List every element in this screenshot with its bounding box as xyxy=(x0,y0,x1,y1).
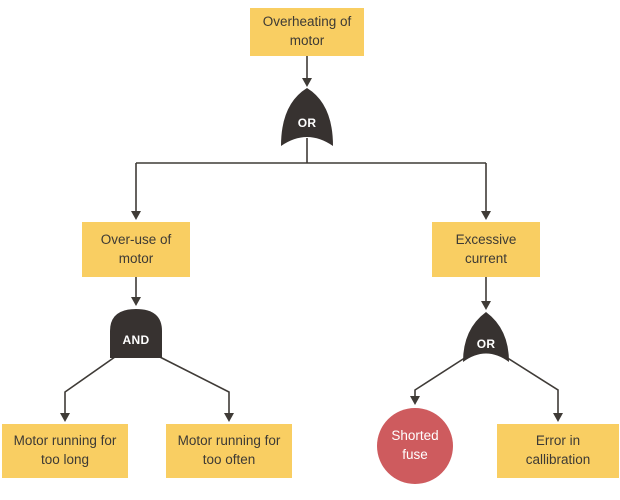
connector-and-to-leaf1 xyxy=(64,351,123,414)
node-excessive-current: Excessive current xyxy=(432,222,540,277)
connector-and-to-leaf2 xyxy=(149,351,230,414)
arrowhead xyxy=(60,413,70,422)
node-error-in-calibration: Error in callibration xyxy=(497,424,619,478)
arrowhead xyxy=(481,211,491,220)
connector-or-to-leaf3 xyxy=(497,351,559,414)
arrowhead xyxy=(224,413,234,422)
and-gate-label: AND xyxy=(123,333,150,347)
arrowheads xyxy=(60,78,563,422)
and-gate-shape xyxy=(110,309,162,358)
arrowhead xyxy=(131,297,141,306)
or-gate-label-right: OR xyxy=(477,337,496,351)
node-over-use-of-motor: Over-use of motor xyxy=(82,222,190,277)
node-shorted-fuse: Shorted fuse xyxy=(377,408,453,484)
arrowhead xyxy=(410,396,420,405)
node-overheating-of-motor: Overheating of motor xyxy=(250,8,364,56)
arrowhead xyxy=(302,78,312,87)
node-motor-running-too-often: Motor running for too often xyxy=(166,424,292,478)
node-motor-running-too-long: Motor running for too long xyxy=(2,424,128,478)
arrowhead xyxy=(131,211,141,220)
or-gate-shape-top xyxy=(281,88,333,146)
or-gate-label-top: OR xyxy=(298,116,317,130)
arrowhead xyxy=(481,301,491,310)
gates: OR AND OR xyxy=(110,88,509,362)
connector-or-to-fuse xyxy=(414,351,475,397)
connector-lines xyxy=(64,56,559,414)
arrowhead xyxy=(553,413,563,422)
or-gate-shape-right xyxy=(463,312,509,362)
